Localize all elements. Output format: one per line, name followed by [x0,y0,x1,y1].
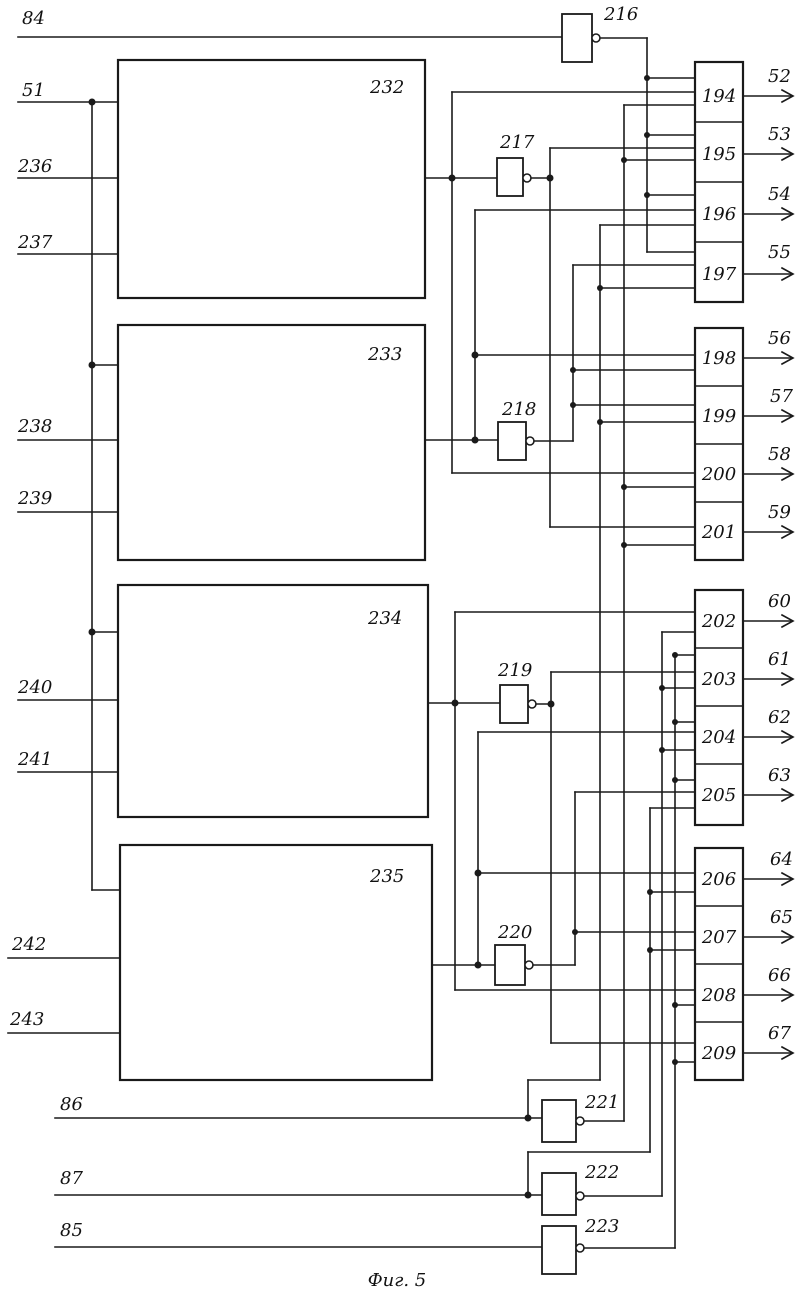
output-52-label: 52 [768,66,791,87]
block-204-label: 204 [701,727,736,748]
block-235-label: 235 [369,866,404,887]
input-238-label: 238 [17,416,52,437]
gate-223-label: 223 [584,1216,619,1237]
block-232-label: 232 [369,77,404,98]
output-66-label: 66 [768,965,791,986]
block-233-label: 233 [367,344,402,365]
output-62-label: 62 [768,707,791,728]
block-235-output [432,732,695,985]
output-53-label: 53 [768,124,791,145]
output-55-label: 55 [768,242,791,263]
block-201-label: 201 [701,522,736,543]
block-206-label: 206 [701,869,736,890]
gate-220-label: 220 [497,922,532,943]
block-195-label: 195 [702,144,736,165]
output-60-label: 60 [768,591,791,612]
input-84-label: 84 [22,8,45,29]
input-86-label: 86 [60,1094,83,1115]
block-199-label: 199 [702,406,736,427]
output-59-label: 59 [768,502,791,523]
input-243-label: 243 [9,1009,44,1030]
gate-216-label: 216 [603,4,638,25]
block-203-label: 203 [701,669,736,690]
block-208-label: 208 [701,985,736,1006]
output-61-label: 61 [768,649,791,670]
input-85-label: 85 [60,1220,83,1241]
block-205-label: 205 [701,785,736,806]
gate-218-label: 218 [501,399,536,420]
block-232-output [425,92,695,527]
input-240-label: 240 [17,677,52,698]
block-200-label: 200 [701,464,736,485]
input-51-label: 51 [22,80,45,101]
output-67-label: 67 [768,1023,791,1044]
input-87-label: 87 [60,1168,83,1189]
output-58-label: 58 [768,444,791,465]
block-202-label: 202 [701,611,736,632]
block-207-label: 207 [701,927,737,948]
input-236-label: 236 [17,156,52,177]
output-63-label: 63 [768,765,791,786]
output-65-label: 65 [770,907,793,928]
gate-222-label: 222 [584,1162,619,1183]
input-237-label: 237 [17,232,53,253]
figure-caption: Фиг. 5 [368,1270,427,1291]
output-64-label: 64 [770,849,793,870]
output-56-label: 56 [768,328,791,349]
block-209-label: 209 [701,1043,736,1064]
gate-221-label: 221 [584,1092,619,1113]
gate-217-label: 217 [499,132,535,153]
input-241-label: 241 [17,749,52,770]
input-242-label: 242 [11,934,46,955]
input-239-label: 239 [17,488,52,509]
output-57-label: 57 [770,386,793,407]
output-54-label: 54 [768,184,791,205]
block-196-label: 196 [702,204,736,225]
gate-219-label: 219 [497,660,532,681]
block-234-label: 234 [367,608,402,629]
gate-216 [562,14,695,252]
block-198-label: 198 [702,348,736,369]
block-234-output [428,612,695,1043]
block-194-label: 194 [702,86,736,107]
block-197-label: 197 [702,264,737,285]
